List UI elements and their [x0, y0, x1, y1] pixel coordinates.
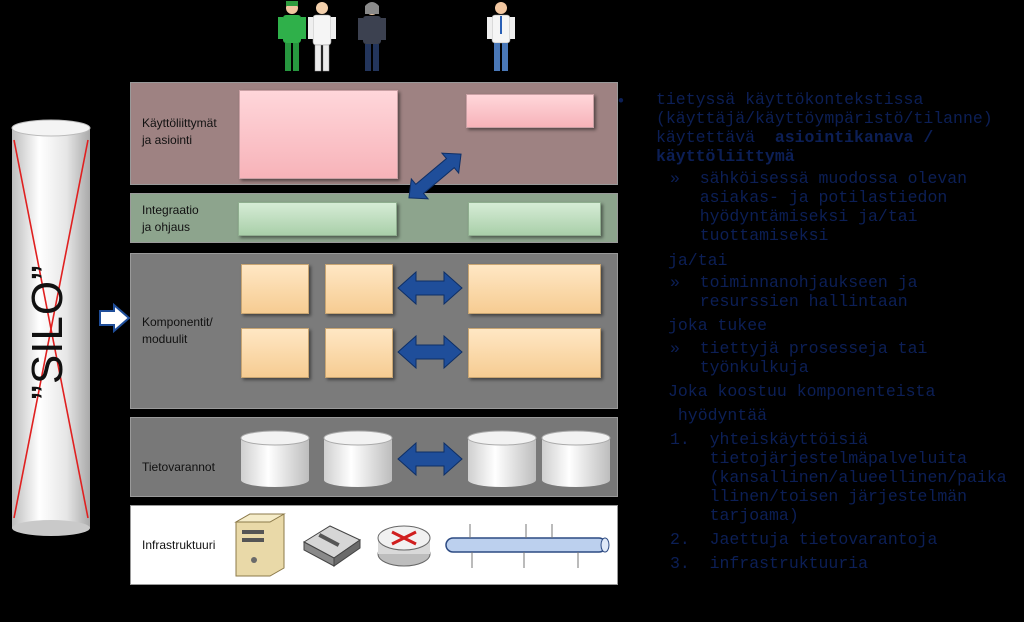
silo-label: ”SILO” — [23, 264, 72, 400]
router-icon — [377, 525, 431, 567]
double-arrow-icon — [397, 270, 463, 306]
data-stores — [240, 430, 611, 487]
ui-box-large — [239, 90, 398, 179]
connector-text: joka tukee — [668, 316, 768, 335]
list-item: tarjoama) — [670, 506, 799, 525]
double-arrow-icon — [397, 441, 463, 477]
list-item: 1. yhteiskäyttöisiä — [670, 430, 869, 449]
sub-item: resurssien hallintaan — [670, 292, 908, 311]
list-item: 3. infrastruktuuria — [670, 554, 869, 573]
layer-integration: Integraatio ja ohjaus — [130, 193, 618, 243]
component-box — [241, 328, 309, 378]
layer-integration-label: Integraatio ja ohjaus — [142, 203, 199, 234]
silo-cylinder — [11, 119, 91, 536]
description-text: • tietyssä käyttökontekstissa (käyttäjä/… — [616, 90, 1024, 573]
component-box-wide — [468, 264, 601, 314]
ui-box-small — [466, 94, 594, 128]
list-item: llinen/toisen järjestelmän — [670, 487, 968, 506]
component-box — [325, 328, 393, 378]
component-box — [325, 264, 393, 314]
right-arrow-icon — [99, 303, 131, 333]
doctor-person-icon — [278, 1, 306, 71]
sub-item: asiakas- ja potilastiedon — [670, 188, 948, 207]
layer-components-label: Komponentit/ moduulit — [142, 315, 213, 346]
layer-ui: Käyttöliittymät ja asiointi — [130, 82, 618, 185]
channel-label: asiointikanava / — [774, 128, 934, 147]
database-cylinder-icon — [323, 430, 393, 487]
intro-line: käytettävä — [656, 128, 775, 147]
nurse-person-icon — [308, 2, 336, 72]
sub-item: » tiettyjä prosesseja tai — [670, 339, 928, 358]
network-bus-icon — [445, 524, 610, 568]
integration-box-left — [238, 202, 397, 236]
list-item: 2. Jaettuja tietovarantoja — [670, 530, 938, 549]
layer-infra-label: Infrastruktuuri — [142, 538, 216, 552]
people-group — [278, 1, 515, 72]
server-icon — [234, 513, 286, 577]
intro-line: tietyssä käyttökontekstissa — [656, 90, 924, 109]
cross-line — [13, 139, 89, 519]
layer-components: Komponentit/ moduulit — [130, 253, 618, 409]
channel-label: käyttöliittymä — [656, 147, 795, 166]
switch-icon — [302, 525, 362, 567]
connector-text: ja/tai — [668, 251, 728, 270]
double-arrow-icon — [397, 334, 463, 370]
list-item: tietojärjestelmäpalveluita — [670, 449, 968, 468]
component-box-wide — [468, 328, 601, 378]
layer-ui-label: Käyttöliittymät ja asiointi — [142, 116, 217, 147]
integration-box-right — [468, 202, 601, 236]
sub-item: » sähköisessä muodossa olevan — [670, 169, 968, 188]
double-arrow-icon — [408, 152, 462, 200]
list-item: (kansallinen/alueellinen/paika — [670, 468, 1007, 487]
database-cylinder-icon — [541, 430, 611, 487]
database-cylinder-icon — [240, 430, 310, 487]
connector-text: Joka koostuu komponenteista — [668, 382, 936, 401]
sub-item: » toiminnanohjaukseen ja — [670, 273, 918, 292]
sub-item: tuottamiseksi — [670, 226, 829, 245]
layer-data-label: Tietovarannot — [142, 460, 215, 474]
businesswoman-person-icon — [358, 2, 386, 71]
intro-line: (käyttäjä/käyttöympäristö/tilanne) — [656, 109, 993, 128]
bullet: • — [616, 92, 626, 111]
sub-item: työnkulkuja — [670, 358, 809, 377]
component-box — [241, 264, 309, 314]
infra-icons — [234, 513, 610, 577]
businessman-person-icon — [487, 2, 515, 71]
connector-text: hyödyntää — [668, 406, 768, 425]
database-cylinder-icon — [467, 430, 537, 487]
sub-item: hyödyntämiseksi ja/tai — [670, 207, 918, 226]
